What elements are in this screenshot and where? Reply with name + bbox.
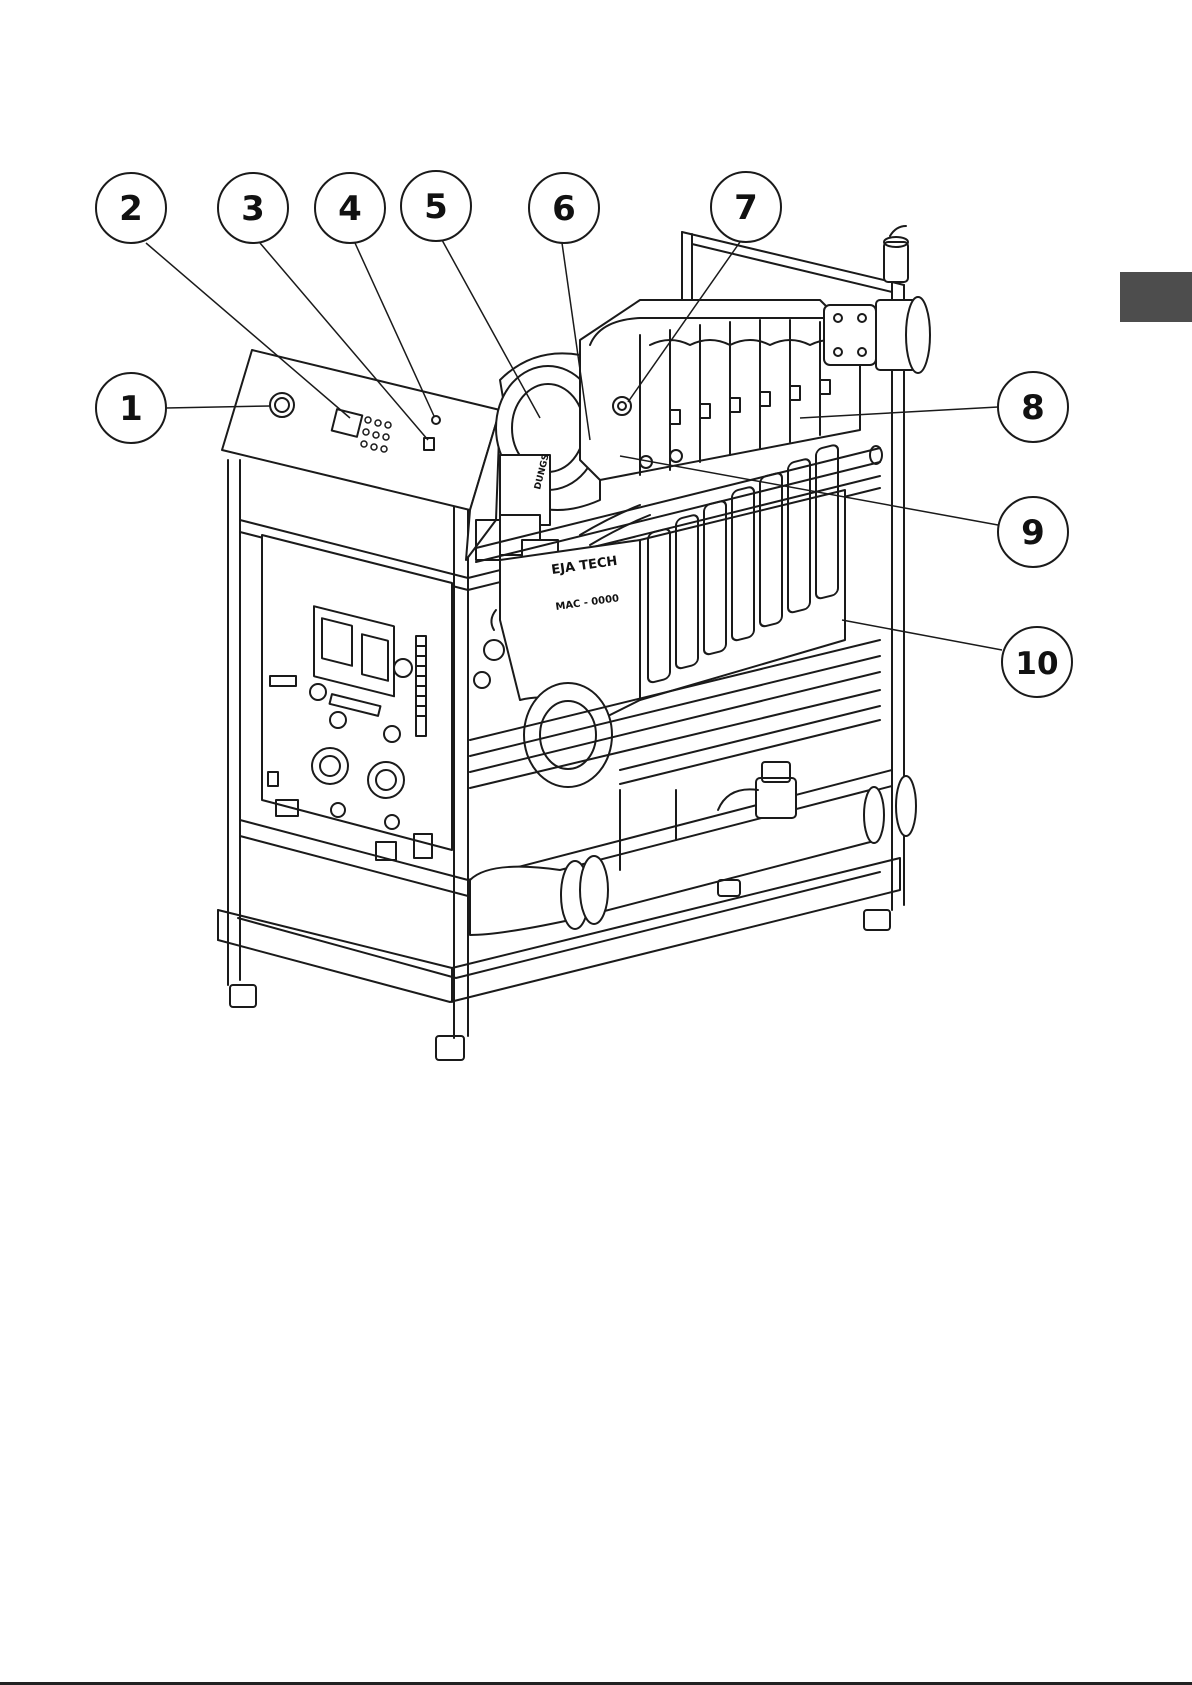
callout-10-label: 10 <box>1015 646 1058 682</box>
callout-4-label: 4 <box>338 189 362 229</box>
callout-9-label: 9 <box>1021 513 1045 553</box>
callout-6-label: 6 <box>552 189 576 229</box>
callout-10: 10 <box>1002 627 1072 697</box>
callout-4: 4 <box>315 173 385 243</box>
callout-7: 7 <box>711 172 781 242</box>
callout-8: 8 <box>998 372 1068 442</box>
callout-3-label: 3 <box>241 189 265 229</box>
section-tab <box>1120 272 1192 322</box>
flow-connection <box>824 226 930 373</box>
callout-9: 9 <box>998 497 1068 567</box>
callout-8-label: 8 <box>1021 388 1045 428</box>
callout-1: 1 <box>96 373 166 443</box>
control-panel <box>222 350 500 860</box>
callout-2-label: 2 <box>119 189 143 229</box>
callout-5: 5 <box>401 171 471 241</box>
callout-5-label: 5 <box>424 187 448 227</box>
callout-2: 2 <box>96 173 166 243</box>
callout-7-label: 7 <box>734 188 758 228</box>
callout-6: 6 <box>529 173 599 243</box>
callout-1-label: 1 <box>119 389 143 429</box>
callout-3: 3 <box>218 173 288 243</box>
